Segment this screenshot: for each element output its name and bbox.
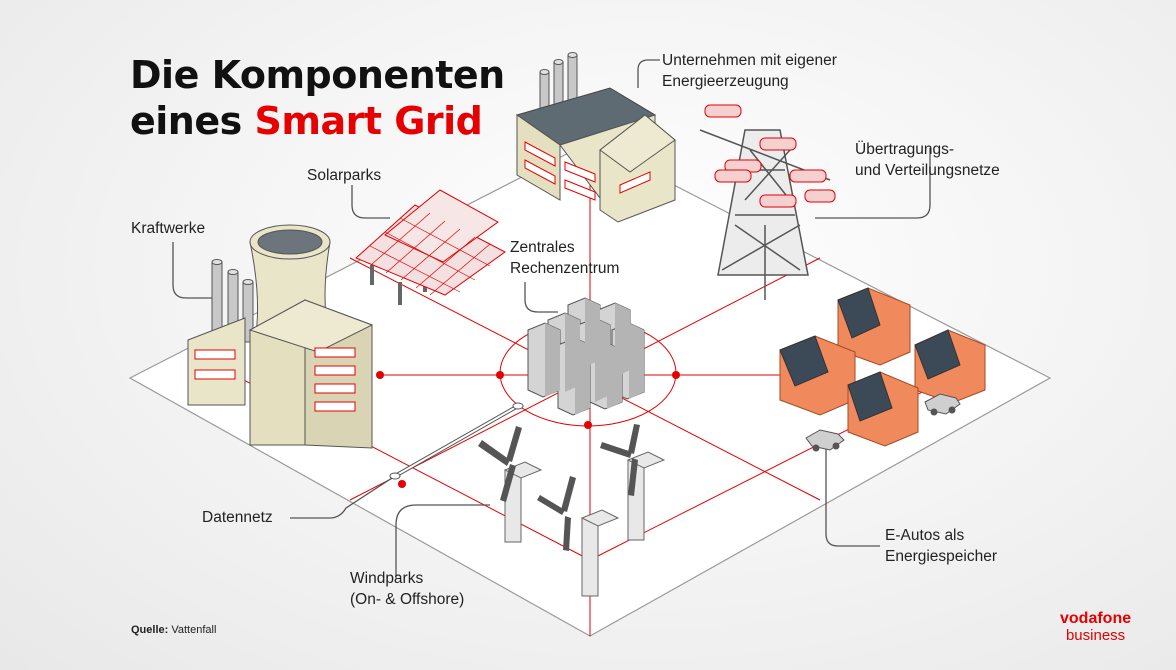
title-line-2-prefix: eines bbox=[130, 99, 242, 143]
data-network-line bbox=[389, 402, 524, 480]
electric-car bbox=[924, 393, 961, 416]
solar-park bbox=[355, 189, 506, 305]
label-kraftwerke: Kraftwerke bbox=[131, 218, 205, 239]
source-label: Quelle: bbox=[131, 624, 169, 636]
label-line: Energiespeicher bbox=[885, 548, 998, 565]
brand-sub: business bbox=[1065, 627, 1126, 644]
electric-cars bbox=[805, 393, 961, 452]
label-solarparks: Solarparks bbox=[307, 165, 381, 186]
source-note: Quelle: Vattenfall bbox=[131, 624, 216, 636]
brand-logo: vodafone business bbox=[1060, 610, 1131, 644]
label-datennetz: Datennetz bbox=[202, 507, 273, 528]
power-plant bbox=[187, 224, 374, 449]
label-unternehmen: Unternehmen mit eigener Energieerzeugung bbox=[662, 50, 837, 92]
label-line: Kraftwerke bbox=[131, 220, 206, 237]
data-center bbox=[527, 297, 645, 416]
title-accent: Smart Grid bbox=[254, 99, 483, 143]
insulators bbox=[704, 104, 836, 208]
label-line: E-Autos als bbox=[885, 527, 965, 544]
brand-name: vodafone bbox=[1060, 610, 1132, 627]
label-line: Energieerzeugung bbox=[662, 73, 789, 90]
label-line: Windparks bbox=[350, 570, 424, 587]
label-line: (On- & Offshore) bbox=[350, 591, 465, 608]
label-line: und Verteilungsnetze bbox=[855, 162, 1000, 179]
page-title: Die Komponenten eines Smart Grid bbox=[130, 52, 505, 144]
house bbox=[779, 335, 856, 416]
title-line-1: Die Komponenten bbox=[130, 53, 505, 97]
label-line: Solarparks bbox=[307, 167, 382, 184]
label-windparks: Windparks (On- & Offshore) bbox=[350, 568, 464, 610]
label-line: Datennetz bbox=[202, 509, 273, 526]
label-line: Übertragungs- bbox=[855, 141, 955, 158]
houses bbox=[779, 287, 986, 447]
label-line: Unternehmen mit eigener bbox=[662, 52, 837, 69]
house bbox=[914, 329, 986, 404]
label-line: Rechenzentrum bbox=[510, 260, 620, 277]
label-line: Zentrales bbox=[510, 239, 575, 256]
house bbox=[847, 371, 919, 447]
source-value: Vattenfall bbox=[171, 624, 217, 636]
label-uebertragung: Übertragungs- und Verteilungsnetze bbox=[855, 139, 1000, 181]
factory bbox=[515, 52, 676, 223]
leader-lines bbox=[172, 59, 931, 578]
label-rechenzentrum: Zentrales Rechenzentrum bbox=[510, 237, 619, 279]
wind-turbines bbox=[478, 424, 666, 597]
grid-nodes bbox=[376, 371, 680, 488]
label-eautos: E-Autos als Energiespeicher bbox=[885, 525, 997, 567]
electric-car bbox=[805, 429, 845, 452]
house bbox=[837, 287, 911, 366]
